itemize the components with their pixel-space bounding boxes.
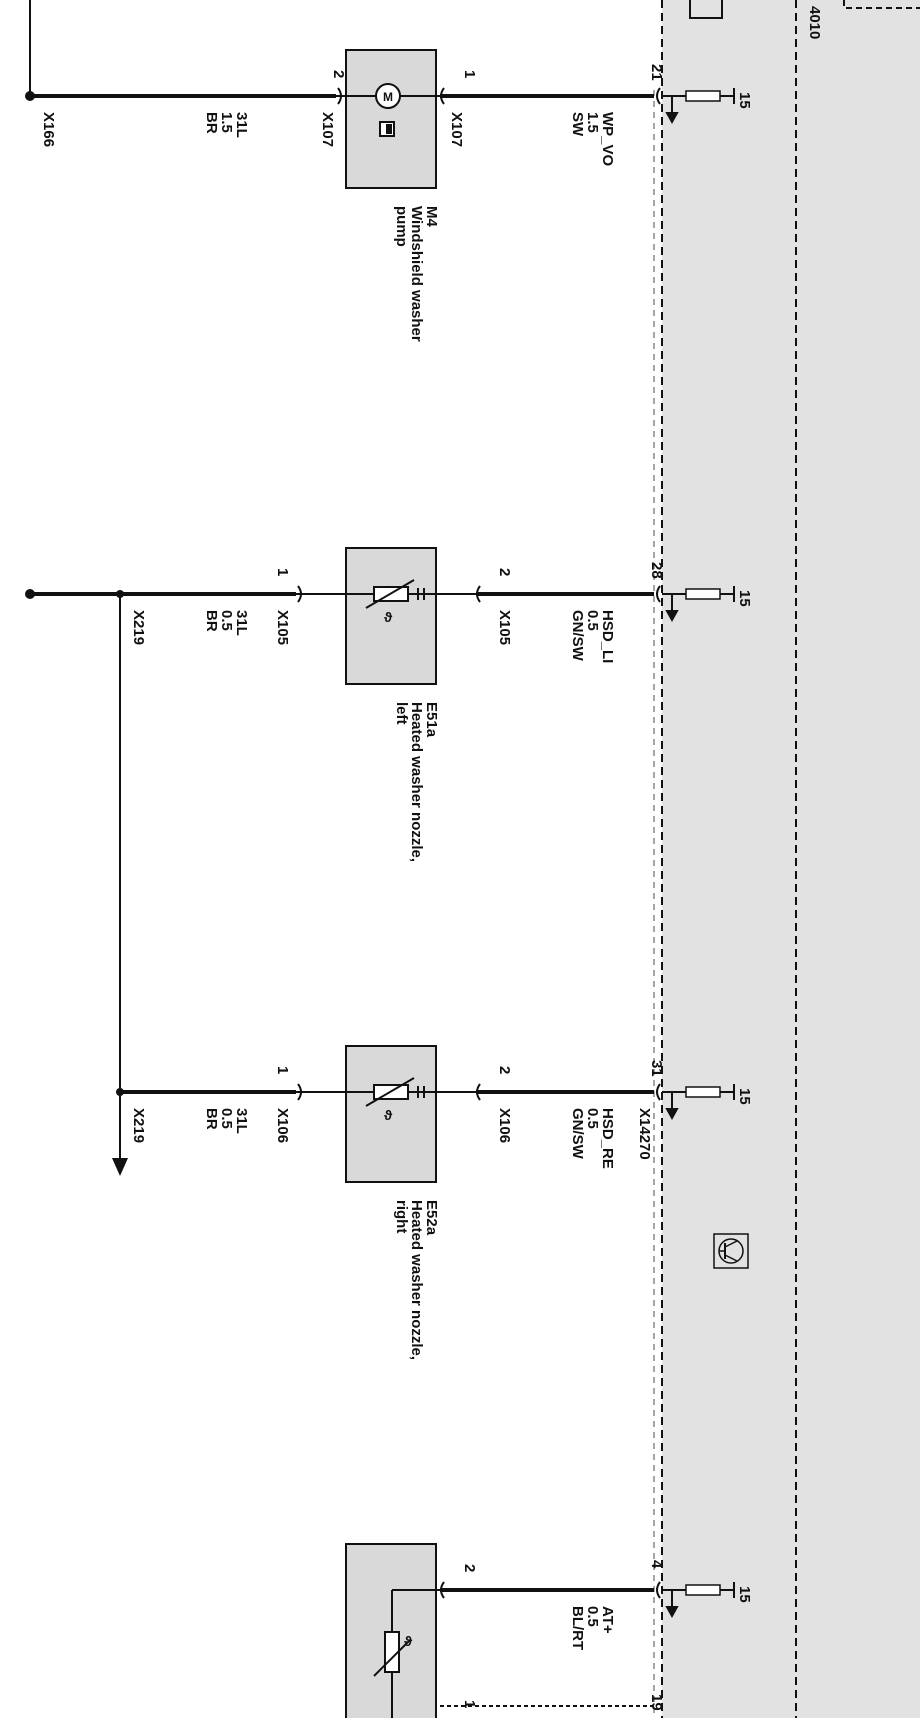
component-id: M4 bbox=[423, 206, 440, 227]
svg-text:ϑ: ϑ bbox=[384, 1107, 393, 1123]
splice-point bbox=[116, 1088, 124, 1096]
fuse-symbol bbox=[685, 90, 721, 102]
pin-out: 1 bbox=[274, 568, 291, 576]
ground-terminal bbox=[25, 589, 35, 599]
pin-out: 1 bbox=[461, 1700, 478, 1708]
transistor-icon bbox=[713, 1233, 749, 1269]
ground-connector-label: X219 bbox=[130, 610, 147, 645]
component-desc-line2: left bbox=[393, 702, 410, 725]
wire-label-line3: BL/RT bbox=[569, 1606, 586, 1650]
connector-out-label: X106 bbox=[274, 1108, 291, 1143]
fuse-label: 15 bbox=[736, 590, 753, 607]
branch-washer-pump: M 21 15 WP_VO 1.5 SW 1 X107 2 X107 31L 1… bbox=[25, 49, 753, 342]
module-number-label: 4010 bbox=[806, 6, 823, 39]
fuse-symbol bbox=[685, 1086, 721, 1098]
wire-label-line3: GN/SW bbox=[569, 1108, 586, 1160]
arrow-down-icon bbox=[665, 96, 679, 125]
arrow-down-icon bbox=[112, 1158, 128, 1176]
wire-label-line1: HSD_RE bbox=[599, 1108, 616, 1169]
wire-label-line1: WP_VO bbox=[599, 112, 616, 167]
top-bracket bbox=[689, 0, 723, 19]
fuse-label: 15 bbox=[736, 1586, 753, 1603]
pin-in: 2 bbox=[496, 568, 513, 576]
svg-text:ϑ: ϑ bbox=[404, 1633, 413, 1649]
fuse-label: 15 bbox=[736, 92, 753, 109]
component-id: E51a bbox=[423, 702, 440, 738]
module-pin: 31 bbox=[648, 1060, 665, 1077]
ground-label-line2: 0.5 bbox=[218, 610, 235, 631]
component-desc-line1: Windshield washer bbox=[408, 206, 425, 342]
module-connector-label: X14270 bbox=[636, 1108, 653, 1160]
component-desc-line2: pump bbox=[393, 206, 410, 247]
pin-out: 1 bbox=[274, 1066, 291, 1074]
ground-label-line2: 1.5 bbox=[218, 112, 235, 133]
ground-label-line3: BR bbox=[203, 610, 220, 632]
bottom-module-pin: 19 bbox=[648, 1694, 665, 1711]
pin-in: 2 bbox=[496, 1066, 513, 1074]
heater-icon: ϑ bbox=[365, 579, 425, 625]
connector-in-label: X106 bbox=[496, 1108, 513, 1143]
module-pin: 28 bbox=[648, 562, 665, 579]
wire-label-line3: GN/SW bbox=[569, 610, 586, 662]
wire-label-line2: 0.5 bbox=[584, 1606, 601, 1627]
module-pin: 4 bbox=[648, 1560, 665, 1569]
pin-in: 2 bbox=[461, 1564, 478, 1572]
wire-label-line3: SW bbox=[569, 112, 586, 137]
ground-label-line1: 31L bbox=[233, 610, 250, 636]
pin-out: 2 bbox=[330, 70, 347, 78]
ground-label-line3: BR bbox=[203, 112, 220, 134]
arrow-down-icon bbox=[665, 1092, 679, 1121]
wire-label-line2: 0.5 bbox=[584, 610, 601, 631]
control-module-area bbox=[662, 0, 920, 1718]
ground-terminal bbox=[25, 91, 35, 101]
branch-temperature-sensor: ϑ 4 15 AT+ 0.5 BL/RT 2 1 19 bbox=[345, 1543, 753, 1718]
ground-label-line2: 0.5 bbox=[218, 1108, 235, 1129]
ground-label-line1: 31L bbox=[233, 1108, 250, 1134]
connector-out-label: X105 bbox=[274, 610, 291, 645]
component-box bbox=[345, 1045, 437, 1183]
wire-label-line1: HSD_LI bbox=[599, 610, 616, 663]
adjacent-module-box bbox=[843, 0, 920, 9]
heater-icon: ϑ bbox=[365, 1077, 425, 1123]
connector-in bbox=[440, 87, 445, 105]
component-box bbox=[345, 547, 437, 685]
temperature-sensor-icon: ϑ bbox=[373, 1631, 413, 1677]
connector-out-label: X107 bbox=[319, 112, 336, 147]
component-desc-line2: right bbox=[393, 1200, 410, 1233]
fuse-label: 15 bbox=[736, 1088, 753, 1105]
component-id: E52a bbox=[423, 1200, 440, 1236]
component-box bbox=[345, 49, 437, 189]
component-desc-line1: Heated washer nozzle, bbox=[408, 702, 425, 862]
wire-label-line1: AT+ bbox=[599, 1606, 616, 1634]
module-pin: 21 bbox=[648, 64, 665, 81]
connector-in-label: X107 bbox=[448, 112, 465, 147]
ground-connector-label: X219 bbox=[130, 1108, 147, 1143]
fuse-symbol bbox=[685, 588, 721, 600]
svg-text:ϑ: ϑ bbox=[384, 609, 393, 625]
pin-in: 1 bbox=[461, 70, 478, 78]
connector-out bbox=[337, 87, 342, 105]
ground-label-line3: BR bbox=[203, 1108, 220, 1130]
arrow-down-icon bbox=[665, 1590, 679, 1619]
motor-icon: M bbox=[375, 83, 401, 137]
svg-text:M: M bbox=[383, 90, 393, 104]
arrow-down-icon bbox=[665, 594, 679, 623]
ground-connector-label: X166 bbox=[40, 112, 57, 147]
branch-nozzle-left: ϑ 28 15 HSD_LI 0.5 GN/SW 2 X105 1 X105 3… bbox=[25, 547, 753, 1160]
branch-nozzle-right: ϑ 31 15 X14270 HSD_RE 0.5 GN/SW 2 X106 1… bbox=[112, 1045, 753, 1360]
module-pin-connector bbox=[656, 87, 661, 105]
ground-label-line1: 31L bbox=[233, 112, 250, 138]
connector-in-label: X105 bbox=[496, 610, 513, 645]
component-desc-line1: Heated washer nozzle, bbox=[408, 1200, 425, 1360]
wire-label-line2: 0.5 bbox=[584, 1108, 601, 1129]
wire-label-line2: 1.5 bbox=[584, 112, 601, 133]
fuse-symbol bbox=[685, 1584, 721, 1596]
